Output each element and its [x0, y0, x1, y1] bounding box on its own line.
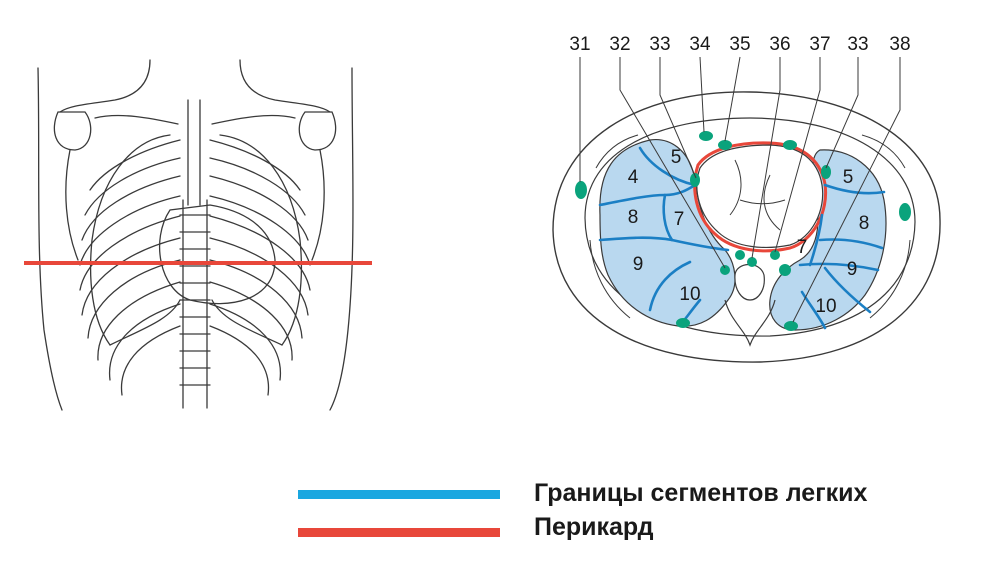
- body-outline-left: [37, 67, 63, 411]
- pericardium-outline: [693, 141, 828, 253]
- heart-silhouette: [158, 204, 276, 305]
- segment-label: 10: [815, 296, 836, 317]
- humerus-left: [53, 111, 92, 151]
- legend-label-segment-borders: Границы сегментов легких: [534, 479, 868, 507]
- rib-arcs-right: [861, 134, 911, 319]
- axial-section: 31 32 33 34 35 36 37 33 38 5 4 8 7 9 10 …: [552, 34, 941, 363]
- ribs-right: [209, 139, 311, 396]
- segment-label: 9: [633, 254, 644, 275]
- neck-left: [59, 59, 151, 113]
- ribs-left: [79, 139, 181, 396]
- right-lung-contour: [89, 134, 181, 346]
- segment-label: 4: [628, 167, 639, 188]
- callout-33b: 33: [847, 34, 868, 55]
- segment-label: 5: [843, 167, 854, 188]
- humerus-right: [298, 111, 337, 151]
- heart-inner-lines: [729, 159, 786, 231]
- segment-borders-left: [798, 183, 886, 330]
- callout-35: 35: [729, 34, 750, 55]
- clavicle-right: [211, 114, 296, 125]
- frontal-chest-sketch: [37, 59, 354, 411]
- clavicle-left: [94, 114, 179, 125]
- body-outline-right: [329, 67, 354, 411]
- scapula-left: [65, 149, 79, 261]
- segment-label: 8: [859, 213, 870, 234]
- callout-labels: 31 32 33 34 35 36 37 33 38: [569, 34, 910, 55]
- segment-label: 7: [797, 237, 808, 258]
- callout-32: 32: [609, 34, 630, 55]
- scapula-right: [311, 149, 325, 261]
- rib-arcs-left: [589, 134, 639, 319]
- leader-lines: [579, 56, 901, 323]
- segment-borders-right: [598, 146, 730, 327]
- segment-label: 7: [674, 209, 685, 230]
- segment-label: 9: [847, 259, 858, 280]
- vertebrae: [179, 214, 211, 386]
- callout-31: 31: [569, 34, 590, 55]
- callout-36: 36: [769, 34, 790, 55]
- callout-37: 37: [809, 34, 830, 55]
- segment-label: 10: [679, 284, 700, 305]
- segment-numbers-left: 5 8 7 9 10: [797, 167, 870, 317]
- segment-numbers-right: 5 4 8 7 9 10: [628, 147, 701, 305]
- legend-swatch-blue: [298, 490, 500, 499]
- segment-label: 5: [671, 147, 682, 168]
- callout-33a: 33: [649, 34, 670, 55]
- lymph-nodes: [575, 131, 911, 331]
- trachea: [187, 99, 201, 206]
- legend-label-pericardium: Перикард: [534, 513, 654, 541]
- callout-38: 38: [889, 34, 910, 55]
- callout-34: 34: [689, 34, 711, 55]
- left-lung-contour: [211, 134, 303, 346]
- segment-label: 8: [628, 207, 639, 228]
- spinous-process: [724, 299, 776, 347]
- heart-chamber: [696, 144, 824, 249]
- neck-right: [239, 59, 331, 113]
- legend-swatch-red: [298, 528, 500, 537]
